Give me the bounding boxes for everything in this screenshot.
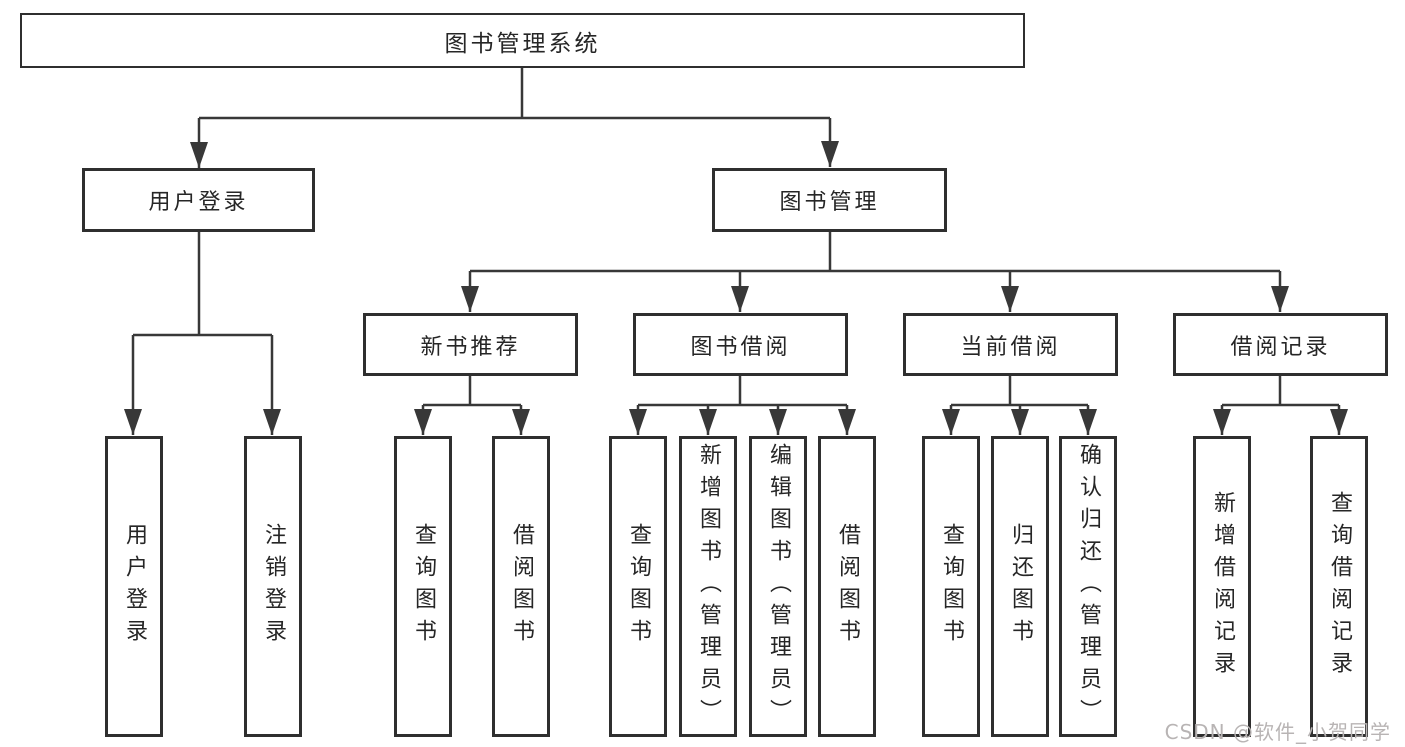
node-book-borrow: 图书借阅 — [633, 313, 848, 376]
leaf-borrow-add-admin: 新增图书（管理员） — [679, 436, 737, 737]
leaf-borrow-book-label: 借阅图书 — [835, 522, 860, 651]
connector-bookborrow-leaves — [629, 376, 856, 435]
leaf-newbook-query-label: 查询图书 — [411, 522, 436, 651]
node-user-login: 用户登录 — [82, 168, 315, 232]
node-book-management-label: 图书管理 — [779, 190, 880, 215]
node-user-login-label: 用户登录 — [148, 190, 249, 215]
connector-currentborrow-leaves — [942, 376, 1097, 435]
leaf-logout-label: 注销登录 — [261, 522, 286, 651]
node-root-label: 图书管理系统 — [444, 30, 601, 57]
node-new-book-recommend-label: 新书推荐 — [420, 334, 521, 360]
node-current-borrow: 当前借阅 — [903, 313, 1118, 376]
leaf-newbook-borrow: 借阅图书 — [492, 436, 550, 737]
leaf-current-confirm-admin-label: 确认归还（管理员） — [1076, 442, 1101, 731]
leaf-record-query: 查询借阅记录 — [1310, 436, 1368, 737]
node-book-borrow-label: 图书借阅 — [690, 334, 791, 360]
node-root: 图书管理系统 — [20, 13, 1025, 68]
leaf-user-login-label: 用户登录 — [122, 522, 147, 651]
node-current-borrow-label: 当前借阅 — [960, 334, 1061, 360]
connector-userlogin-leaves — [124, 232, 281, 435]
connector-borrowrecord-leaves — [1213, 376, 1348, 435]
leaf-borrow-edit-admin-label: 编辑图书（管理员） — [766, 442, 791, 731]
leaf-current-confirm-admin: 确认归还（管理员） — [1059, 436, 1117, 737]
leaf-logout: 注销登录 — [244, 436, 302, 737]
leaf-user-login: 用户登录 — [105, 436, 163, 737]
leaf-newbook-borrow-label: 借阅图书 — [509, 522, 534, 651]
leaf-record-query-label: 查询借阅记录 — [1327, 490, 1352, 683]
leaf-borrow-edit-admin: 编辑图书（管理员） — [749, 436, 807, 737]
leaf-current-query: 查询图书 — [922, 436, 980, 737]
csdn-watermark: CSDN @软件_小贺同学 — [1164, 720, 1391, 744]
node-new-book-recommend: 新书推荐 — [363, 313, 578, 376]
connector-bookmgmt-to-level3 — [461, 232, 1289, 312]
leaf-record-add-label: 新增借阅记录 — [1210, 490, 1235, 683]
node-borrow-record: 借阅记录 — [1173, 313, 1388, 376]
connector-root-to-level2 — [190, 68, 839, 168]
leaf-borrow-book: 借阅图书 — [818, 436, 876, 737]
leaf-current-return: 归还图书 — [991, 436, 1049, 737]
leaf-borrow-query-label: 查询图书 — [626, 522, 651, 651]
node-book-management: 图书管理 — [712, 168, 947, 232]
node-borrow-record-label: 借阅记录 — [1230, 334, 1331, 360]
leaf-current-query-label: 查询图书 — [939, 522, 964, 651]
leaf-borrow-query: 查询图书 — [609, 436, 667, 737]
leaf-newbook-query: 查询图书 — [394, 436, 452, 737]
leaf-borrow-add-admin-label: 新增图书（管理员） — [696, 442, 721, 731]
leaf-record-add: 新增借阅记录 — [1193, 436, 1251, 737]
leaf-current-return-label: 归还图书 — [1008, 522, 1033, 651]
connector-newbook-leaves — [414, 376, 530, 435]
